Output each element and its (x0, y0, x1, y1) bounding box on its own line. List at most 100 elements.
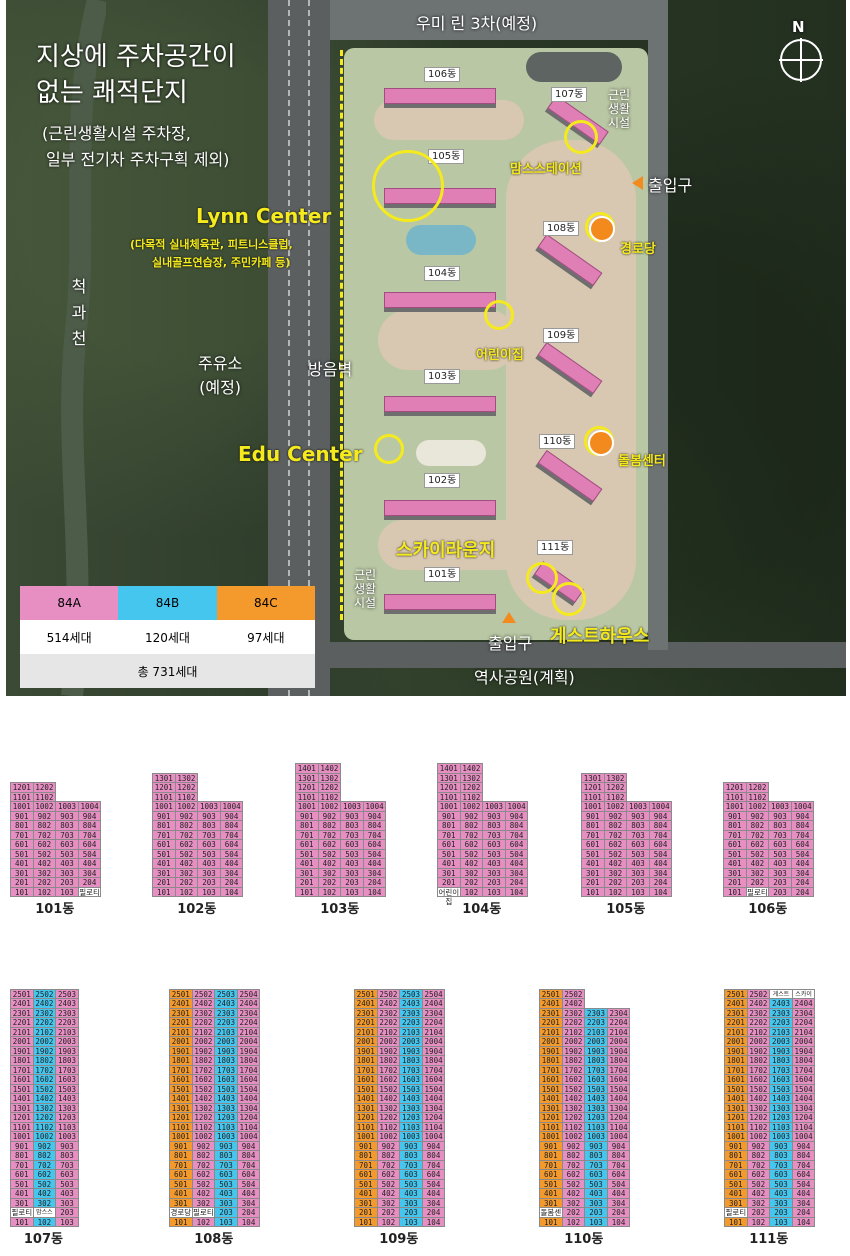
tower-table: 25012502게스트하우스스카이라운지24012402240324042301… (724, 988, 816, 1227)
edu-center-marker[interactable] (374, 434, 404, 464)
unit-cell: 어린이집 (437, 886, 461, 906)
unit-cell: 101 (169, 1216, 193, 1227)
entrance-south-label: 출입구 (488, 634, 533, 653)
subheading-line2: 일부 전기차 주차구획 제외) (46, 150, 230, 169)
building-104[interactable] (384, 292, 496, 308)
dong-label: 104동 (424, 266, 461, 281)
legend-total: 총 731세대 (137, 664, 198, 679)
unit-cell: 101 (354, 1216, 378, 1227)
unit-cell: 103 (584, 1216, 608, 1227)
legend-count-84c: 97세대 (247, 630, 285, 645)
bottom-road-label: 역사공원(계획) (474, 668, 575, 687)
building-103[interactable] (384, 396, 496, 412)
daycare-marker[interactable] (484, 300, 514, 330)
unit-cell: 103 (482, 886, 506, 897)
unit-cell: 104 (219, 886, 244, 897)
unit-cell: 102 (376, 1216, 401, 1227)
sky-lounge-marker[interactable] (526, 562, 558, 594)
unit-cell: 104 (791, 1216, 816, 1227)
building-101[interactable] (384, 594, 496, 610)
dong-label: 107동 (551, 87, 588, 102)
unit-cell: 103 (769, 1216, 793, 1227)
top-road (330, 0, 650, 40)
gas-station-label: 주유소 (예정) (198, 354, 243, 397)
pond (406, 225, 476, 255)
entrance-arrow-icon (632, 176, 643, 190)
stream-label: 척 과 천 (71, 277, 87, 348)
unit-cell: 103 (214, 1216, 238, 1227)
unit-cell: 102 (603, 886, 628, 897)
building-102[interactable] (384, 500, 496, 516)
entrance-east-label: 출입구 (648, 176, 693, 195)
unit-cell: 102 (32, 1216, 57, 1227)
unit-cell: 101 (152, 886, 176, 897)
tower-name: 103동 (320, 902, 360, 917)
senior-hall-icon (589, 216, 615, 242)
unit-cell: 102 (561, 1216, 586, 1227)
dong-label: 110동 (539, 434, 576, 449)
unit-cell: 103 (197, 886, 221, 897)
unit-cell: 102 (317, 886, 342, 897)
lynn-center-desc2: 실내골프연습장, 주민카페 등) (152, 256, 291, 269)
legend-type-84c: 84C (216, 586, 315, 620)
care-center-icon (588, 430, 614, 456)
lane-marking (288, 0, 290, 696)
unit-cell: 204 (790, 886, 815, 897)
stream (61, 0, 106, 696)
heading-line1: 지상에 주차공간이 (36, 42, 236, 72)
unit-cell: 104 (362, 886, 387, 897)
community-store-top-label: 근린 생활 시설 (608, 88, 631, 130)
heading-line2: 없는 쾌적단지 (36, 78, 188, 108)
dong-label: 106동 (424, 67, 461, 82)
dong-label: 102동 (424, 473, 461, 488)
unit-cell: 203 (768, 886, 792, 897)
legend-type-84a: 84A (20, 586, 119, 620)
walkway (374, 100, 524, 140)
lynn-center-label: Lynn Center (196, 204, 332, 228)
unit-cell: 103 (399, 1216, 423, 1227)
unit-cell: 104 (421, 1216, 446, 1227)
unit-cell: 101 (10, 886, 34, 897)
unit-cell: 101 (724, 1216, 748, 1227)
unit-cell: 102 (746, 1216, 771, 1227)
tower-name: 107동 (23, 1232, 63, 1247)
building-106[interactable] (384, 88, 496, 104)
site-map: 106동 107동 105동 108동 104동 109동 103동 110동 … (6, 0, 846, 696)
unit-cell: 103 (626, 886, 650, 897)
soundwall-line (340, 50, 343, 620)
unit-cell: 101 (539, 1216, 563, 1227)
lynn-center-desc1: (다목적 실내체육관, 피트니스클럽, (130, 238, 293, 251)
community-store-bottom-label: 근린 생활 시설 (354, 568, 377, 610)
unit-cell: 101 (723, 886, 747, 897)
lynn-center-marker[interactable] (372, 150, 444, 222)
sky-lounge-label: 스카이라운지 (396, 540, 496, 561)
tower-name: 105동 (606, 902, 646, 917)
unit-cell: 102 (32, 886, 57, 897)
tower-name: 106동 (748, 902, 788, 917)
edu-center-label: Edu Center (238, 442, 363, 466)
legend-type-84b: 84B (118, 586, 217, 620)
tower-name: 108동 (194, 1232, 234, 1247)
top-road-label: 우미 린 3차(예정) (416, 14, 538, 33)
parking-lot (526, 52, 622, 82)
dong-label: 109동 (543, 328, 580, 343)
legend-count-84a: 514세대 (46, 630, 92, 645)
unit-cell: 103 (340, 886, 364, 897)
guesthouse-label: 게스트하우스 (550, 626, 650, 647)
senior-hall-label: 경로당 (620, 242, 656, 257)
tower-name: 109동 (379, 1232, 419, 1247)
unit-cell: 102 (174, 886, 199, 897)
compass-icon (779, 38, 823, 82)
mom-station-label: 맘스스테이션 (510, 162, 582, 177)
unit-cell: 104 (606, 1216, 631, 1227)
guesthouse-marker[interactable] (552, 582, 586, 616)
dong-label: 105동 (428, 149, 465, 164)
north-label: N (792, 18, 805, 36)
mom-station-marker[interactable] (564, 120, 598, 154)
entrance-arrow-icon (502, 612, 516, 623)
highway (268, 0, 330, 696)
unit-cell: 101 (581, 886, 605, 897)
legend-count-84b: 120세대 (144, 630, 190, 645)
